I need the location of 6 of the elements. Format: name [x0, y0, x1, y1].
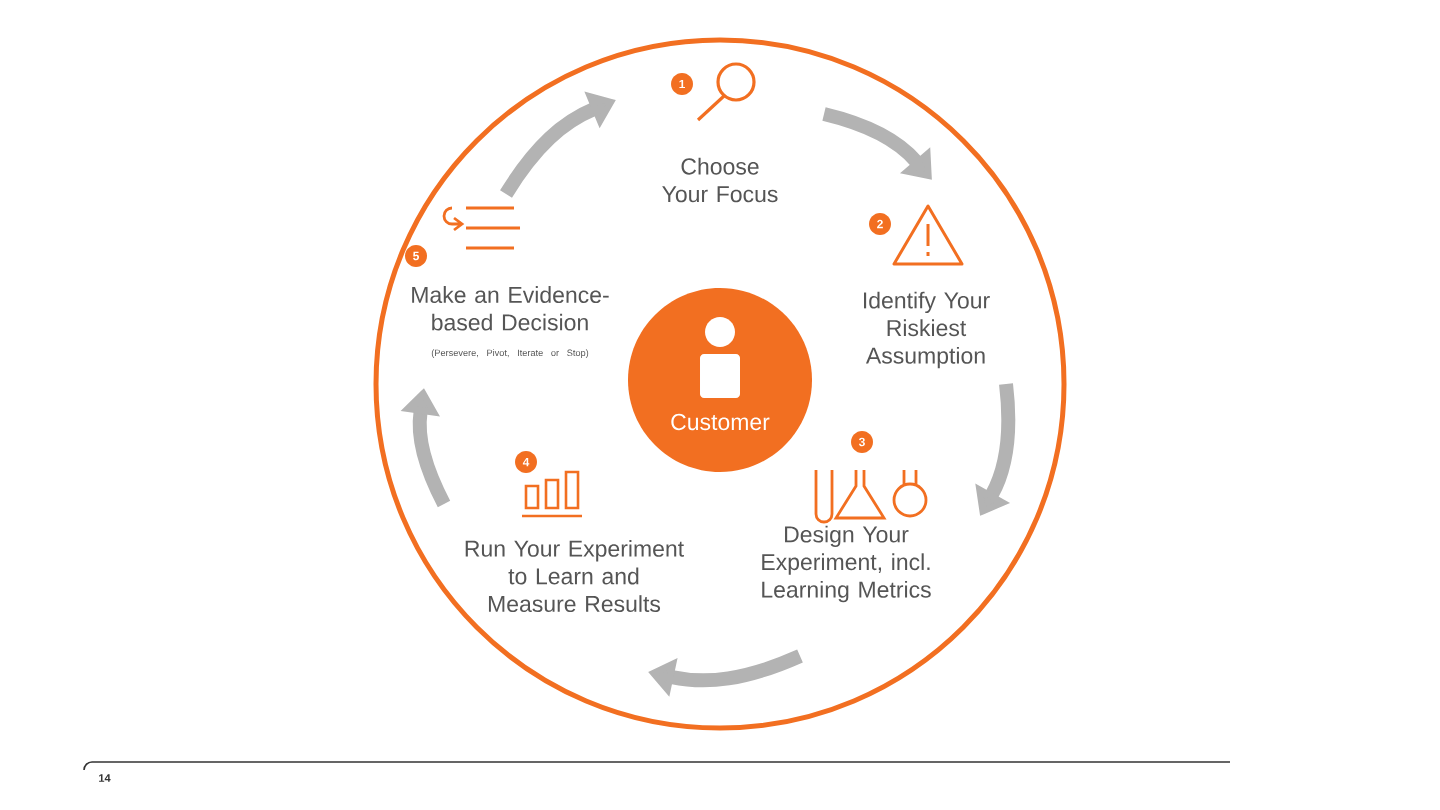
- step-label: Design Your Experiment, incl. Learning Metrics: [762, 525, 931, 603]
- step-label: Choose Your Focus: [662, 157, 778, 203]
- step-label: Run Your Experiment to Learn and Measure Results: [465, 539, 684, 613]
- arrow: [822, 107, 932, 180]
- cycle-ring: [373, 37, 1067, 731]
- step-label: Identify Your Riskiest Assumption: [864, 291, 990, 369]
